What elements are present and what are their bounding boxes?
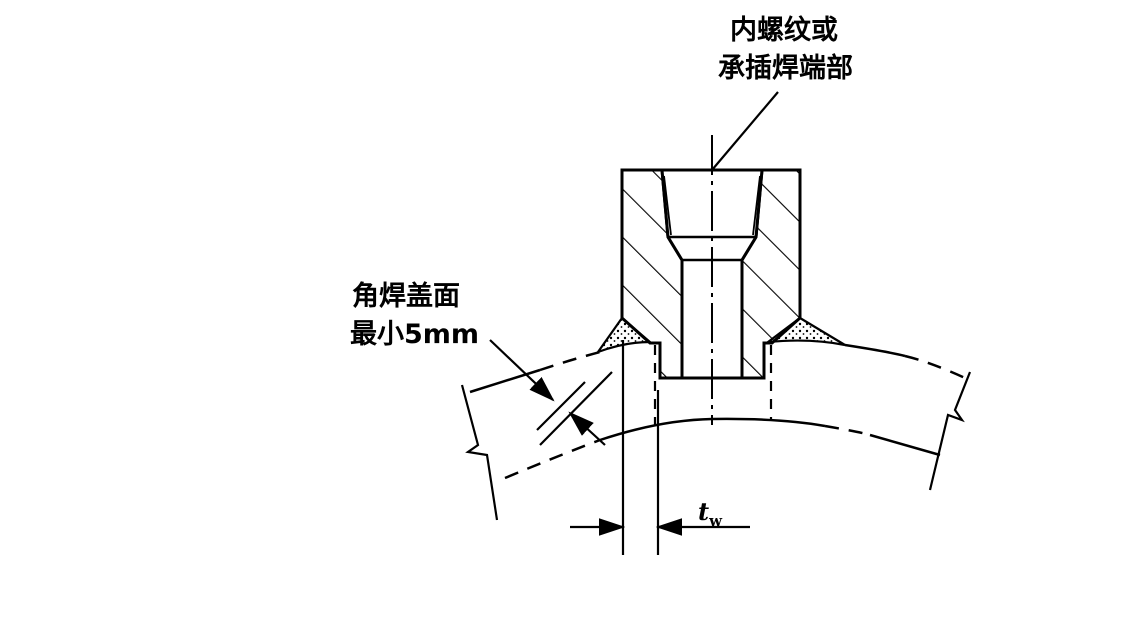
thickness-label: tw (698, 497, 722, 530)
thickness-subscript: w (709, 511, 723, 530)
weld-cover-dimension (489, 339, 613, 446)
top-label-line1: 内螺纹或 (730, 15, 838, 46)
left-label-line2: 最小5mm (350, 319, 480, 350)
tw-dimension (570, 340, 750, 555)
thread-line-right (752, 175, 761, 236)
top-label-line2: 承插焊端部 (718, 53, 853, 84)
top-leader (711, 91, 779, 171)
left-label-line1: 角焊盖面 (352, 281, 460, 312)
thread-line-left (663, 175, 672, 236)
break-lines (460, 371, 972, 521)
thickness-symbol: t (698, 497, 710, 526)
